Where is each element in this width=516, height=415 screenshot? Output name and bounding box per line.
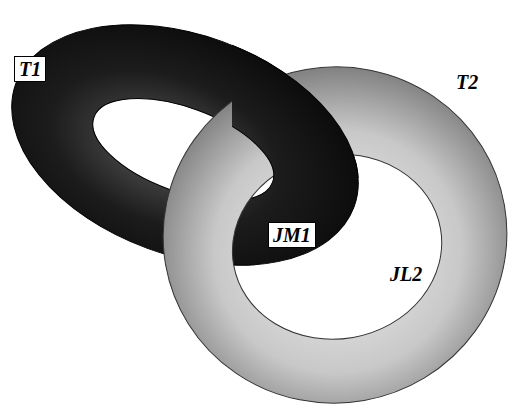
torus-label: T1 (14, 56, 46, 82)
curve-label: JM1 (268, 222, 316, 248)
curve-label: JL2 (386, 262, 426, 286)
torus-one-crossing (232, 0, 372, 178)
torus-two (136, 40, 516, 415)
torus-label: T2 (452, 70, 482, 94)
